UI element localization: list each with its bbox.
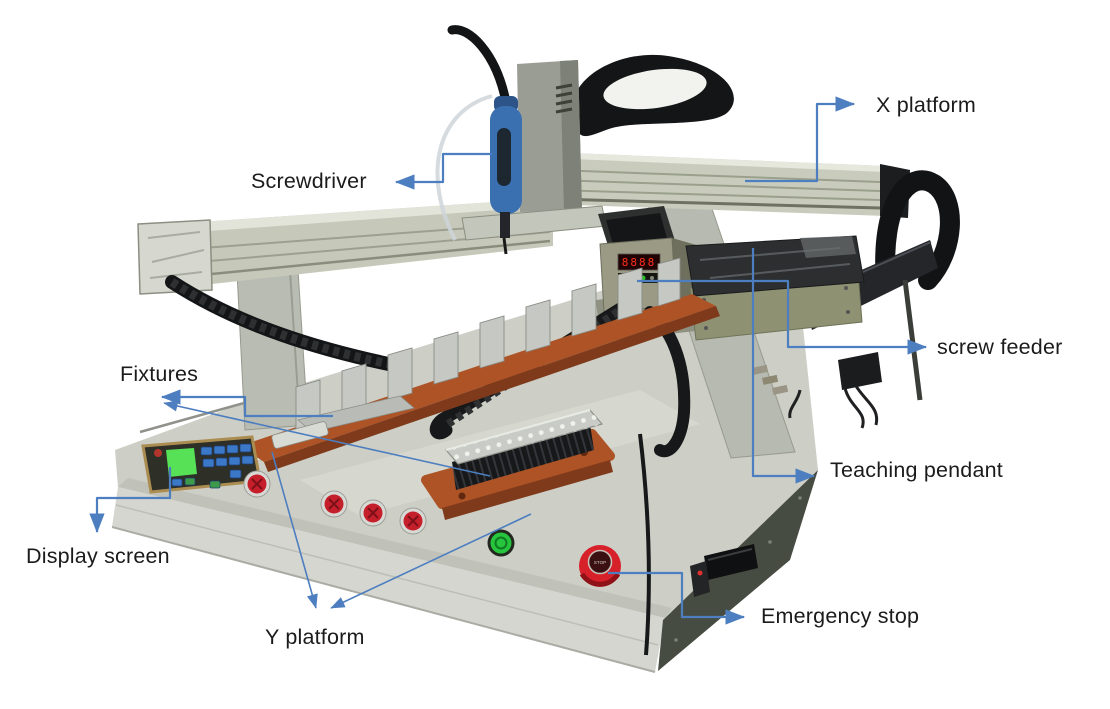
callout-line-teaching-pendant: [751, 248, 816, 484]
keypad-key: [209, 480, 221, 489]
label-screw-feeder: screw feeder: [937, 335, 1063, 359]
side-panel-details: [674, 496, 802, 642]
keypad-red-key: [154, 449, 162, 457]
fixture-plate-right-assembly: [421, 409, 615, 520]
control-keypad: [141, 435, 262, 494]
bench-front-bottom-edge: [111, 526, 656, 673]
keypad-keys: [171, 443, 254, 489]
plate-hole: [458, 492, 466, 500]
power-indicator: [697, 570, 703, 576]
fixture-plate-right-edge: [442, 460, 613, 520]
bench-front-seam: [115, 504, 659, 646]
label-x-platform: X platform: [876, 93, 976, 117]
fixture-plate-left-assembly: [240, 257, 720, 472]
deck-drag-chains: [165, 275, 691, 458]
callout-line-screwdriver: [394, 152, 492, 190]
drag-chain-loop-icon: [572, 54, 734, 137]
feeder-indicator-off: [650, 276, 654, 280]
callout-line-display-screen: [89, 467, 172, 534]
keypad-key: [202, 458, 215, 468]
fixture-tab: [433, 331, 459, 385]
fixture-tab: [617, 267, 643, 321]
fixture-tab: [571, 283, 597, 337]
callout-line-y-platform-left: [271, 451, 318, 609]
display-screen-lcd: [166, 448, 197, 477]
bench-front-face: [112, 487, 665, 672]
vent-slits: [555, 83, 573, 114]
callout-line-screw-feeder: [637, 279, 928, 355]
keypad-key: [228, 456, 241, 466]
left-beam: [137, 198, 553, 295]
fixture-tab: [387, 347, 413, 401]
cables: [788, 385, 879, 429]
screwdriver-unit: [490, 96, 522, 255]
keypad-key: [215, 457, 228, 467]
red-button: [243, 470, 271, 498]
estop-label: STOP: [594, 560, 606, 565]
fixture-tab: [479, 315, 505, 369]
keypad-key: [229, 469, 242, 479]
callout-line-fixtures-left: [160, 389, 333, 418]
label-teaching-pendant: Teaching pendant: [830, 458, 1003, 482]
perforated-part-rim: [445, 409, 591, 451]
screwdriver-cable: [447, 25, 511, 107]
start-button-green: [487, 529, 515, 557]
deck-buttons: STOP: [243, 470, 621, 587]
label-y-platform: Y platform: [265, 625, 365, 649]
fixture-plate-left-edge: [264, 306, 720, 472]
bench-front-bevel: [118, 478, 672, 618]
feed-tube: [435, 94, 493, 241]
heatsink-fins: [452, 424, 594, 490]
red-button: [359, 499, 387, 527]
callout-line-x-platform: [745, 96, 856, 183]
callouts: [89, 96, 928, 625]
red-button: [320, 490, 348, 518]
glossy-part: [271, 421, 329, 449]
keypad-key: [213, 445, 226, 455]
drag-chain-hook-icon: [875, 170, 960, 292]
label-screwdriver: Screwdriver: [251, 169, 367, 193]
perforated-part-holes: [446, 410, 602, 464]
label-display-screen: Display screen: [26, 544, 170, 568]
keypad-key: [184, 477, 196, 486]
power-connector: [704, 544, 758, 580]
rocker-switch: [690, 561, 710, 597]
screwdriver-bit: [502, 237, 508, 255]
callout-line-emergency-stop: [608, 571, 746, 625]
feeder-display: 8888: [622, 256, 657, 269]
label-emergency-stop: Emergency stop: [761, 604, 920, 628]
pneumatic-connectors: [752, 364, 789, 395]
motor-box: [838, 352, 882, 390]
fixture-tab: [525, 299, 551, 353]
callout-line-fixtures-right: [163, 400, 491, 477]
screwdriver-chuck: [500, 212, 510, 238]
screwdriver-grip-window: [497, 128, 511, 186]
red-button: [399, 507, 427, 535]
callout-line-y-platform-right: [330, 513, 532, 609]
drag-chain-middle-icon: [429, 301, 629, 440]
keypad-key: [241, 455, 254, 465]
deck-rear-edge: [139, 396, 263, 434]
support-rod: [902, 279, 923, 401]
x-platform-beam: [548, 152, 910, 218]
keypad-key: [226, 444, 239, 454]
front-cable: [638, 433, 651, 656]
emergency-stop-button: STOP: [579, 545, 621, 587]
label-fixtures: Fixtures: [120, 362, 199, 386]
keypad-key: [171, 478, 183, 487]
keypad-key: [239, 443, 252, 453]
pendant-wrap-sheen: [800, 236, 856, 258]
keypad-key: [200, 446, 213, 456]
teaching-pendant-unit: [685, 235, 865, 341]
z-axis-carriage: [461, 60, 607, 241]
